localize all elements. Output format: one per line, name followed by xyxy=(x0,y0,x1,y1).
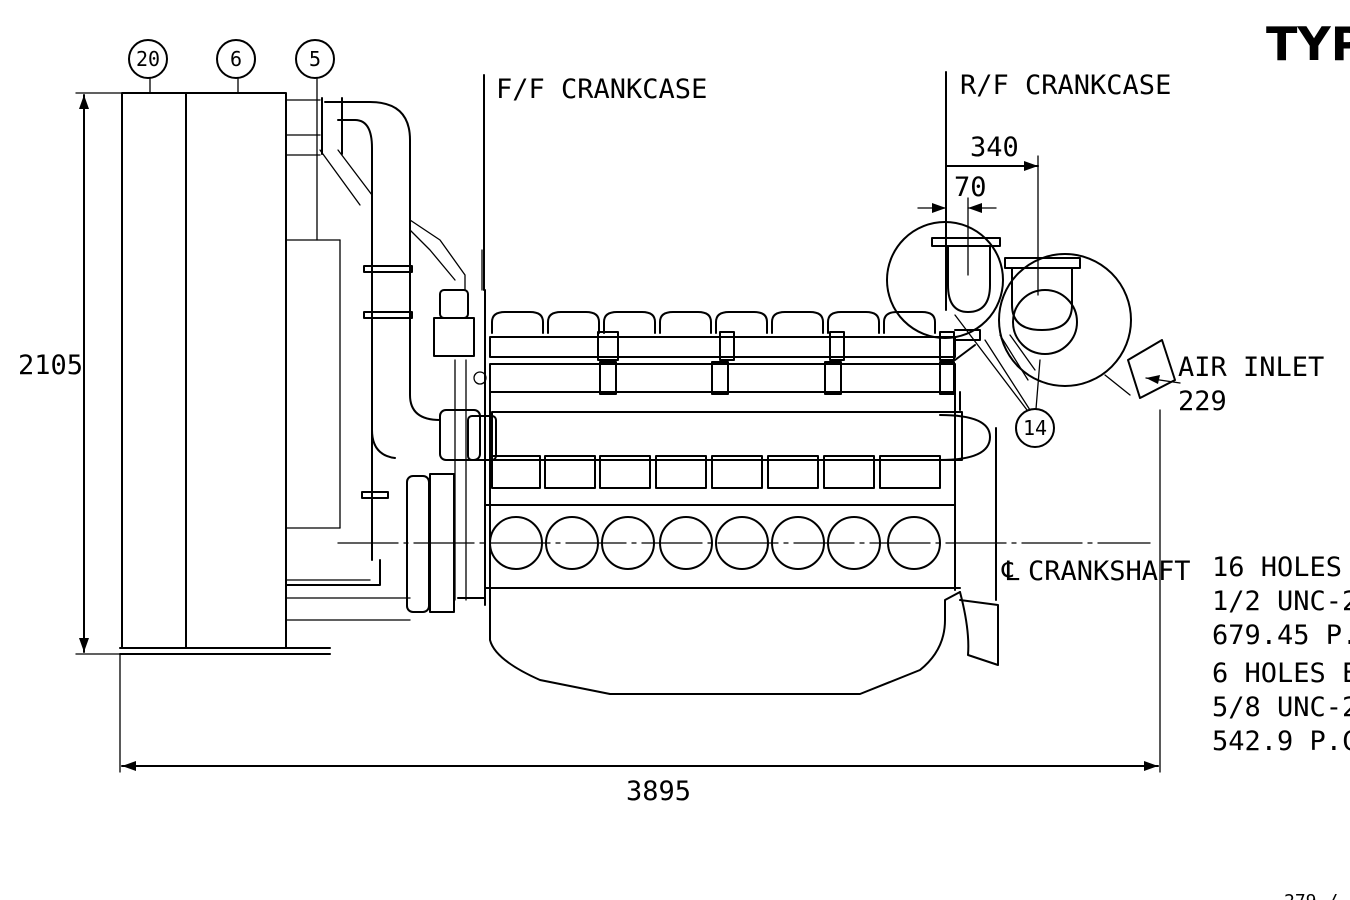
crankshaft-label: CRANKSHAFT xyxy=(1028,556,1191,587)
corner-text: 279 / xyxy=(1284,891,1338,900)
note-line: 16 HOLES EG xyxy=(1212,552,1350,583)
rf-crankcase-label: R/F CRANKCASE xyxy=(960,70,1171,101)
dimension-70 xyxy=(917,197,997,276)
note-line: 5/8 UNC-2B xyxy=(1212,692,1350,723)
rocker-covers xyxy=(491,311,936,334)
note-line: 1/2 UNC-2B xyxy=(1212,586,1350,617)
callout-5: 5 xyxy=(295,39,335,241)
turbocharger xyxy=(886,221,1176,411)
mounting-notes: 16 HOLES EG 1/2 UNC-2B 679.45 P.C. 6 HOL… xyxy=(1212,552,1350,757)
note-line: 6 HOLES EQU xyxy=(1212,658,1350,689)
dimension-340-value: 340 xyxy=(970,132,1019,163)
coolant-pipe xyxy=(285,97,475,586)
height-value: 2105 xyxy=(18,350,83,381)
engine-front xyxy=(406,249,487,613)
note-line: 542.9 P.C.D xyxy=(1212,726,1350,757)
air-inlet-value: 229 xyxy=(1178,386,1227,417)
air-inlet-label: AIR INLET xyxy=(1178,352,1324,383)
engine-block xyxy=(467,311,999,695)
radiator xyxy=(119,92,411,655)
crankshaft-symbol: ℄ xyxy=(1001,556,1020,587)
svg-text:6: 6 xyxy=(230,47,242,71)
drawing-title: TYP xyxy=(1266,17,1350,71)
dimension-340 xyxy=(945,155,1039,296)
callout-14: 14 xyxy=(954,314,1055,448)
svg-text:20: 20 xyxy=(136,47,160,71)
note-line: 679.45 P.C. xyxy=(1212,620,1350,651)
length-dimension xyxy=(119,409,1161,773)
length-value: 3895 xyxy=(626,776,691,807)
svg-text:5: 5 xyxy=(309,47,321,71)
dimension-70-value: 70 xyxy=(954,172,987,203)
height-dimension xyxy=(75,92,123,655)
callout-6: 6 xyxy=(216,39,256,94)
svg-text:14: 14 xyxy=(1023,416,1047,440)
callout-20: 20 xyxy=(128,39,168,94)
air-inlet-leader xyxy=(1145,375,1181,384)
ff-crankcase-label: F/F CRANKCASE xyxy=(496,74,707,105)
